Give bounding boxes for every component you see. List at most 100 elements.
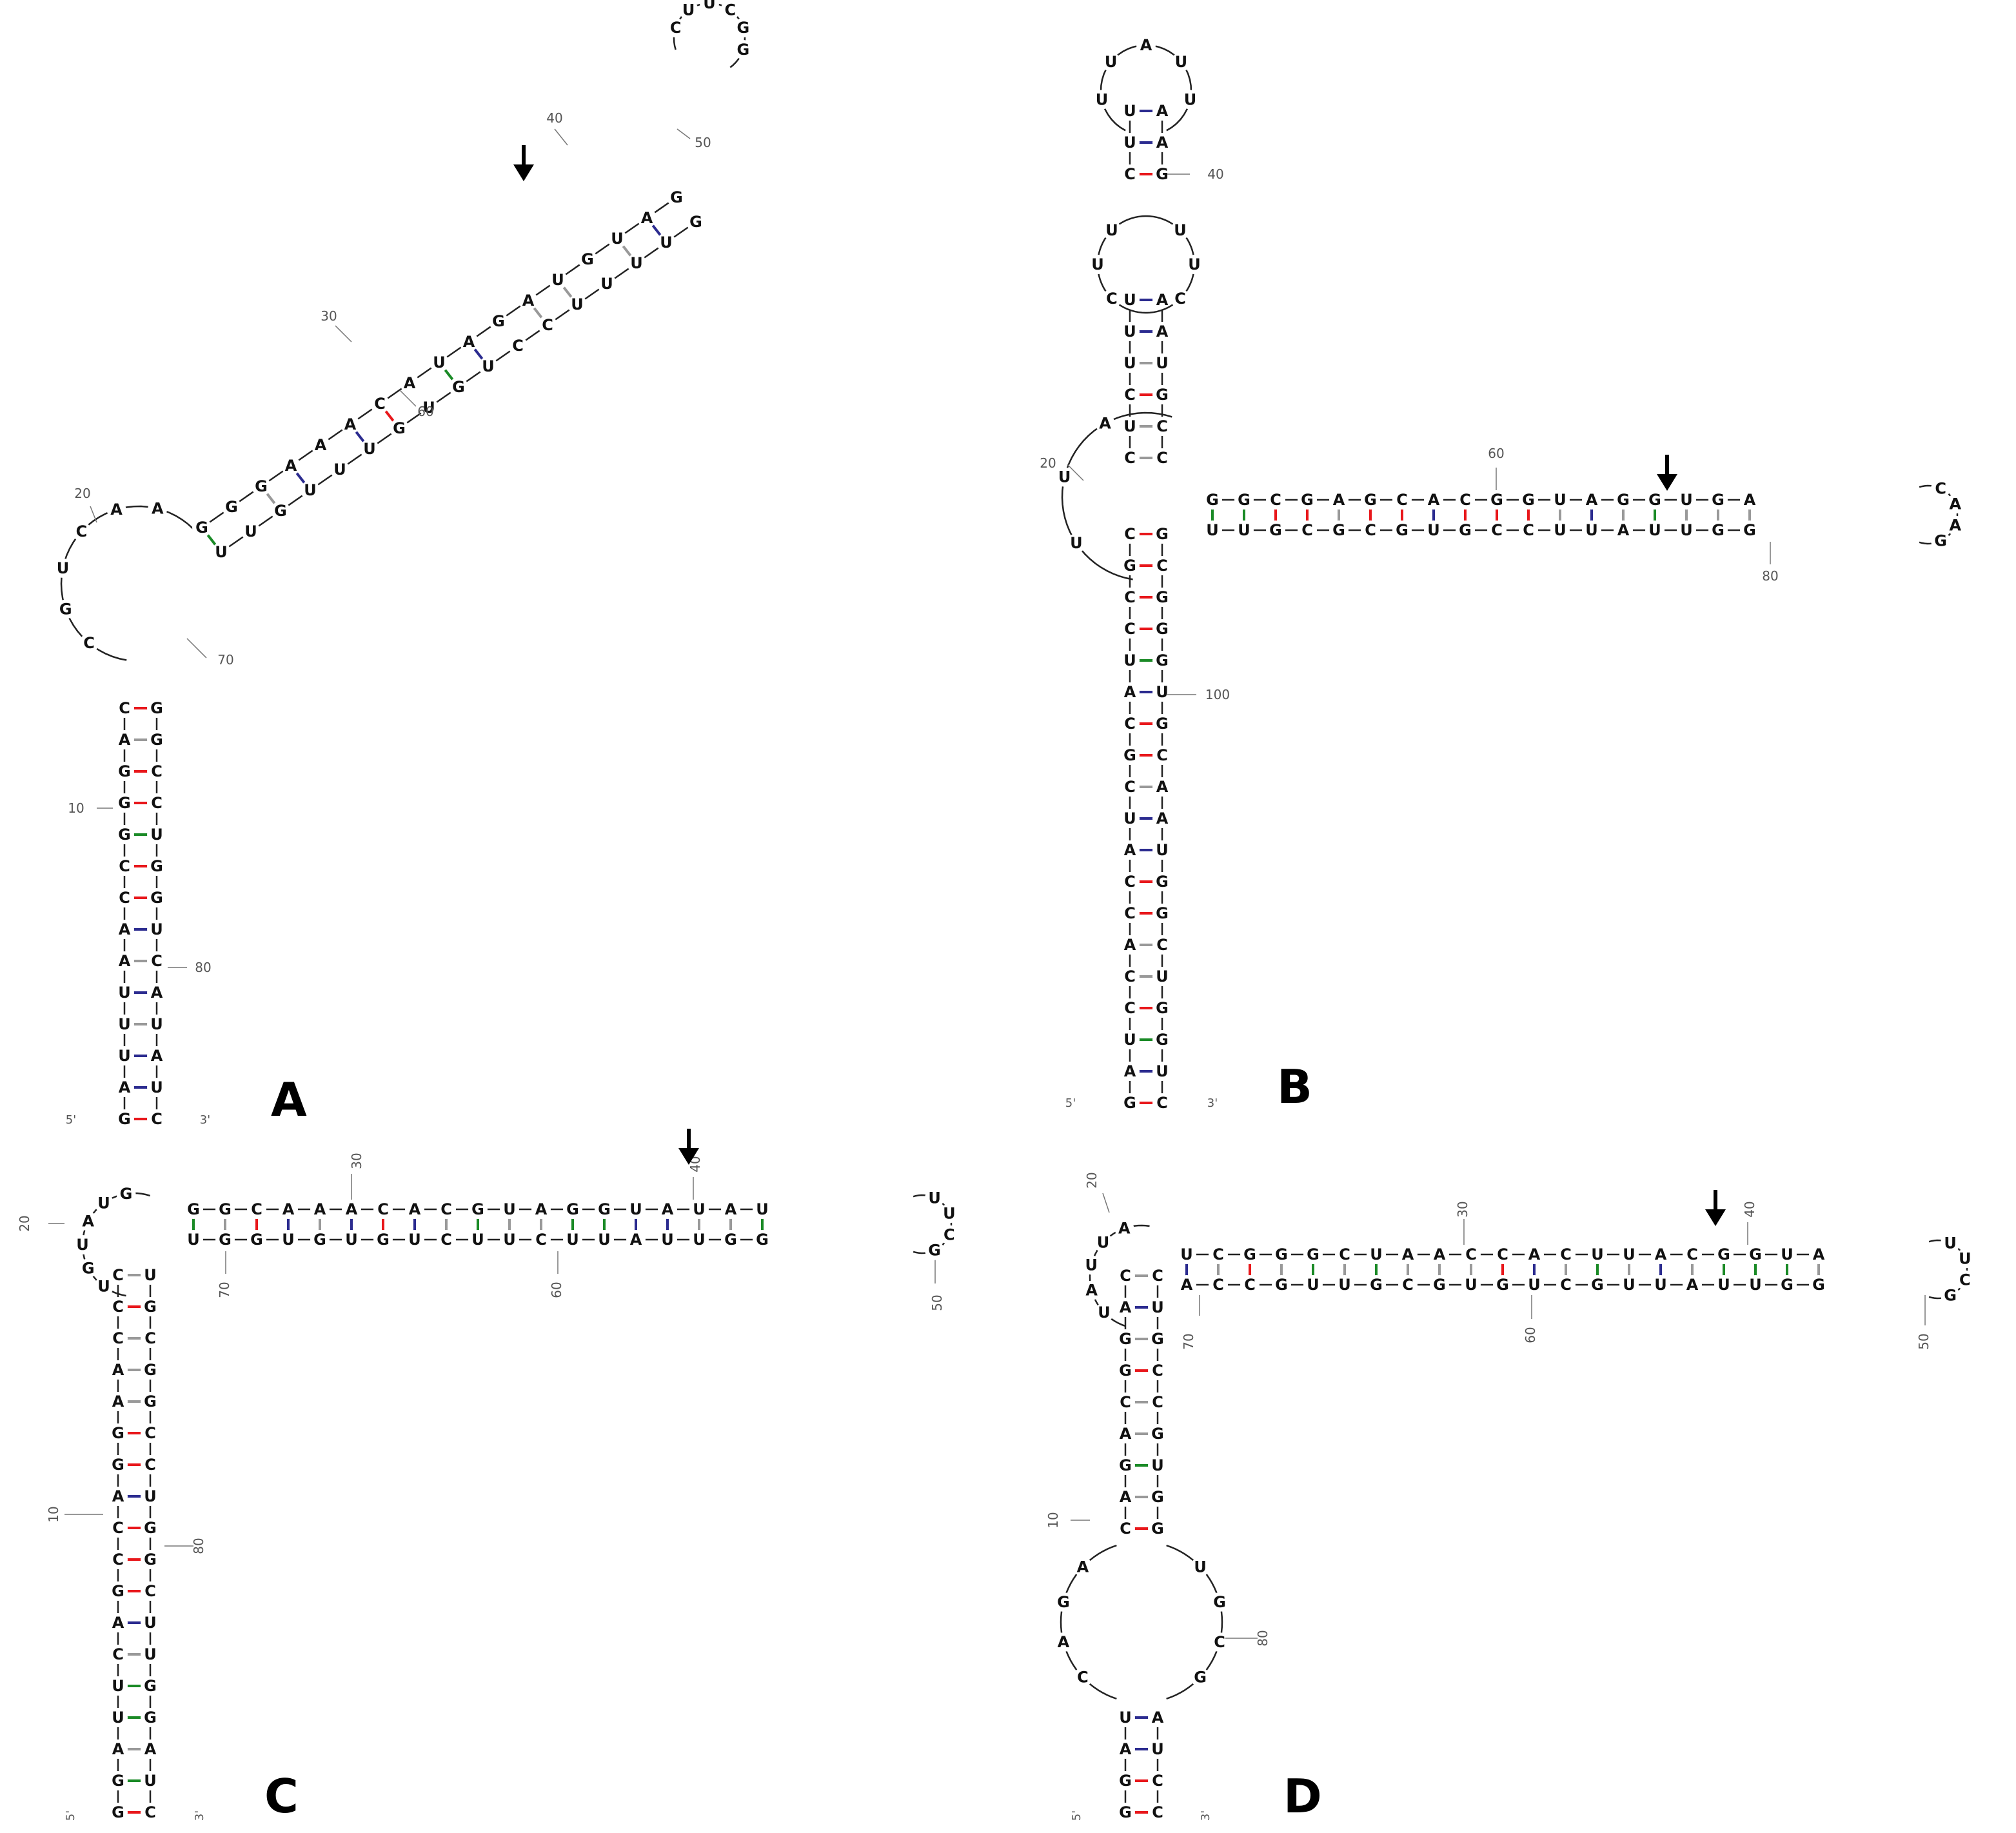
nt-bg bbox=[1614, 490, 1633, 510]
nucleotide: U bbox=[629, 1200, 642, 1218]
nt-bg bbox=[689, 1200, 709, 1219]
position-tick bbox=[1102, 1193, 1110, 1213]
nucleotide: C bbox=[1270, 491, 1281, 509]
nucleotide: U bbox=[1123, 809, 1136, 827]
nt-bg bbox=[1180, 90, 1200, 110]
nt-bg bbox=[1116, 1266, 1135, 1285]
nucleotide: G bbox=[1238, 491, 1250, 509]
nucleotide: G bbox=[219, 1200, 232, 1218]
loop-nucleotide: G bbox=[736, 19, 749, 37]
nucleotide: C bbox=[144, 1424, 156, 1442]
nt-bg bbox=[148, 499, 168, 519]
nucleotide: C bbox=[1152, 1393, 1163, 1411]
nt-bg bbox=[500, 1230, 519, 1249]
nucleotide: G bbox=[1648, 491, 1661, 509]
nt-bg bbox=[1120, 101, 1140, 121]
nt-bg bbox=[1614, 520, 1633, 540]
base-pair-bond bbox=[562, 285, 573, 299]
nt-bg bbox=[215, 1230, 235, 1249]
nucleotide: U bbox=[1680, 521, 1693, 539]
nucleotide: U bbox=[1151, 1740, 1164, 1758]
nt-bg bbox=[1550, 490, 1570, 510]
nucleotide: A bbox=[119, 920, 131, 938]
nucleotide: G bbox=[598, 1200, 611, 1218]
position-tick bbox=[186, 638, 207, 659]
position-number: 10 bbox=[1045, 1512, 1061, 1528]
nucleotide: U bbox=[1585, 521, 1598, 539]
position-tick bbox=[554, 128, 568, 146]
nucleotide: G bbox=[1370, 1276, 1383, 1294]
nt-bg bbox=[141, 1392, 160, 1411]
nt-bg bbox=[721, 1230, 740, 1249]
nt-bg bbox=[1152, 290, 1172, 310]
cleavage-arrow-icon bbox=[1657, 474, 1677, 491]
nucleotide: G bbox=[1123, 746, 1136, 764]
nt-bg bbox=[1931, 479, 1951, 499]
nucleotide: A bbox=[1402, 1245, 1414, 1263]
nt-bg bbox=[1120, 1093, 1140, 1113]
nt-bg bbox=[1148, 1487, 1167, 1507]
nt-bg bbox=[1116, 1456, 1135, 1475]
nt-bg bbox=[147, 857, 166, 876]
nt-bg bbox=[1120, 322, 1140, 341]
nucleotide: C bbox=[1156, 1094, 1168, 1112]
five-prime-end-label: 5' bbox=[1065, 1096, 1076, 1110]
nucleotide: C bbox=[1497, 1245, 1508, 1263]
nucleotide: G bbox=[219, 1231, 232, 1249]
nt-bg bbox=[279, 1200, 298, 1219]
nucleotide: C bbox=[1124, 386, 1136, 404]
nucleotide: A bbox=[314, 1200, 326, 1218]
nt-bg bbox=[1066, 533, 1086, 553]
nucleotide: C bbox=[144, 1803, 156, 1821]
loop-nucleotide: A bbox=[1077, 1558, 1089, 1576]
nt-bg bbox=[1714, 1245, 1734, 1264]
nucleotide: C bbox=[1459, 491, 1471, 509]
nt-bg bbox=[1209, 1245, 1228, 1264]
nt-bg bbox=[1093, 1233, 1113, 1253]
nucleotide: A bbox=[119, 1078, 131, 1096]
nt-bg bbox=[108, 1297, 128, 1316]
panel-label-d: D bbox=[1283, 1769, 1322, 1823]
nucleotide: C bbox=[119, 857, 130, 875]
nucleotide: C bbox=[1365, 521, 1376, 539]
nucleotide: G bbox=[377, 1231, 390, 1249]
nt-bg bbox=[419, 398, 439, 417]
nt-bg bbox=[548, 270, 568, 290]
nt-bg bbox=[430, 353, 449, 372]
nt-bg bbox=[1148, 1266, 1167, 1285]
loop-nucleotide: U bbox=[1174, 221, 1187, 239]
nt-bg bbox=[141, 1581, 160, 1601]
nt-bg bbox=[1120, 1062, 1140, 1081]
nucleotide: G bbox=[255, 477, 268, 495]
nucleotide: C bbox=[1686, 1245, 1698, 1263]
nucleotide: U bbox=[600, 275, 613, 293]
loop-nucleotide: C bbox=[83, 634, 95, 652]
nt-bg bbox=[247, 1200, 266, 1219]
base-pair-bond bbox=[621, 244, 633, 258]
nucleotide: U bbox=[408, 1231, 421, 1249]
nt-bg bbox=[700, 0, 719, 13]
nt-bg bbox=[1152, 448, 1172, 468]
nt-bg bbox=[141, 1708, 160, 1727]
five-prime-end-label: 5' bbox=[66, 1113, 76, 1127]
nt-bg bbox=[1493, 1275, 1512, 1294]
nucleotide: C bbox=[1120, 1393, 1131, 1411]
nt-bg bbox=[1072, 1667, 1092, 1687]
nt-bg bbox=[1152, 164, 1172, 184]
nt-bg bbox=[1171, 289, 1191, 309]
nucleotide: U bbox=[1123, 102, 1136, 120]
base-pair-bond bbox=[206, 533, 217, 547]
nt-bg bbox=[147, 762, 166, 781]
position-number: 60 bbox=[417, 404, 433, 419]
nucleotide: U bbox=[144, 1645, 157, 1663]
nt-bg bbox=[595, 1230, 614, 1249]
nt-bg bbox=[925, 1188, 945, 1208]
nt-bg bbox=[1556, 1245, 1576, 1264]
nucleotide: U bbox=[187, 1231, 200, 1249]
nucleotide: A bbox=[144, 1740, 157, 1758]
nucleotide: G bbox=[144, 1709, 157, 1727]
nt-bg bbox=[1152, 840, 1172, 860]
position-number: 60 bbox=[1488, 446, 1504, 461]
nucleotide: C bbox=[112, 1645, 124, 1663]
nucleotide: A bbox=[1156, 134, 1169, 152]
